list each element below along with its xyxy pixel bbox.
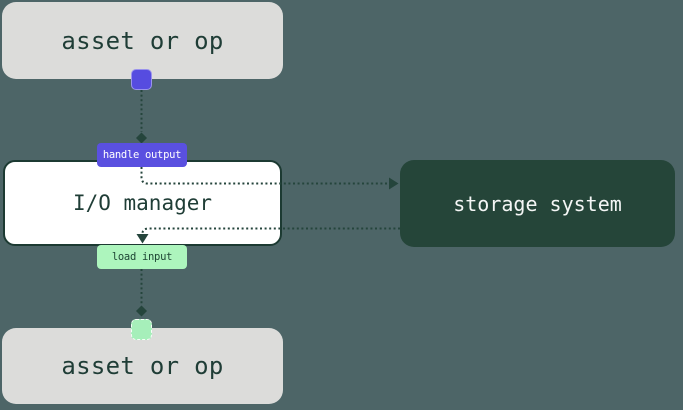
output-handle-square xyxy=(131,69,152,90)
arrowhead-right-icon xyxy=(389,177,399,190)
asset-or-op-node-top-label: asset or op xyxy=(61,26,224,55)
asset-or-op-node-bottom: asset or op xyxy=(2,328,283,404)
input-handle-square xyxy=(131,319,152,340)
handle-output-badge: handle output xyxy=(97,143,187,167)
diamond-connector-icon-top xyxy=(136,132,147,144)
io-manager-node: I/O manager xyxy=(3,160,282,246)
storage-system-node-label: storage system xyxy=(453,191,622,216)
load-input-badge: load input xyxy=(97,245,187,269)
load-input-badge-label: load input xyxy=(111,251,173,263)
handle-output-badge-label: handle output xyxy=(102,149,182,161)
storage-system-node: storage system xyxy=(400,160,675,247)
asset-or-op-node-bottom-label: asset or op xyxy=(61,352,224,380)
diamond-connector-icon-bottom xyxy=(136,305,147,317)
io-manager-node-label: I/O manager xyxy=(72,191,213,215)
asset-or-op-node-top: asset or op xyxy=(2,2,283,79)
